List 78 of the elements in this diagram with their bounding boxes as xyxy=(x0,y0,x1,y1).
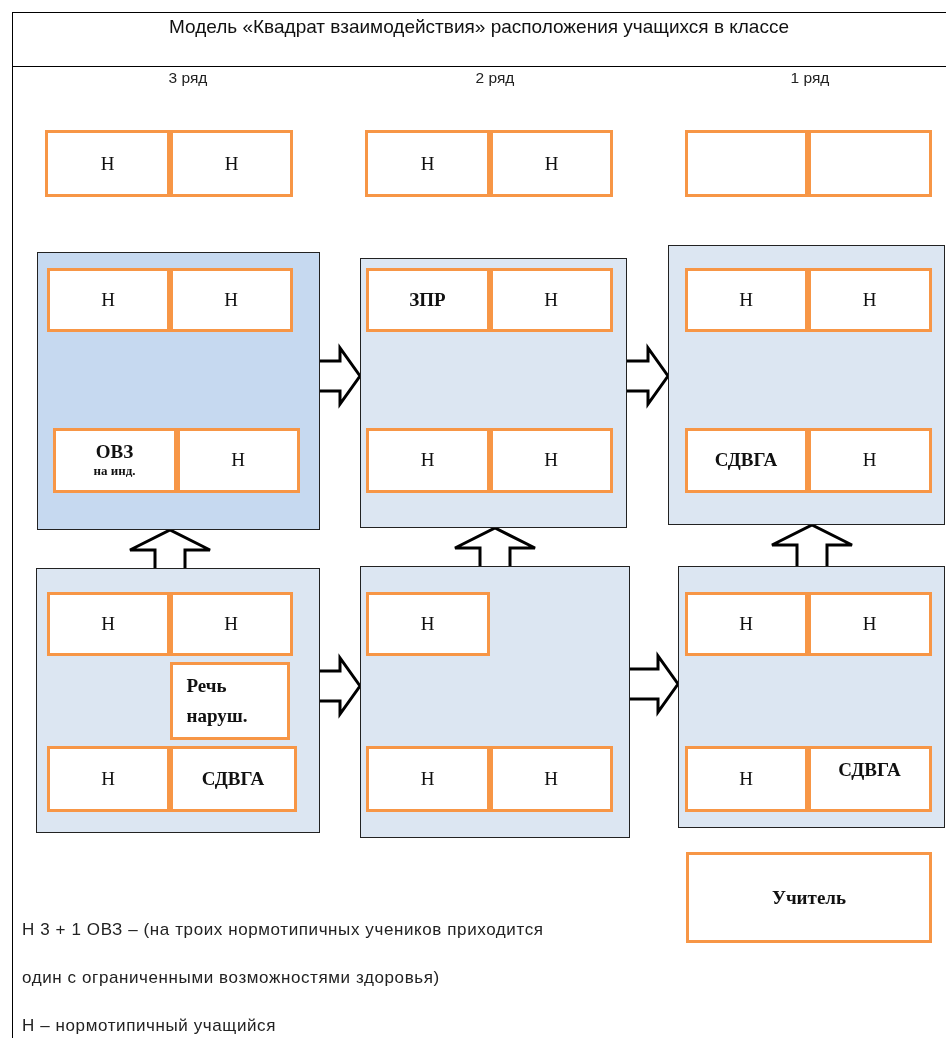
desk-label: Н xyxy=(544,449,558,471)
desk xyxy=(684,427,808,493)
desk xyxy=(176,427,300,493)
block-arrow xyxy=(128,528,212,570)
desk-label: Н xyxy=(739,612,753,635)
desk-label: Н xyxy=(420,449,435,471)
desk-note: на инд. xyxy=(93,463,136,479)
desk xyxy=(45,130,170,197)
desk xyxy=(807,267,932,332)
desk xyxy=(684,267,808,332)
desk xyxy=(489,267,613,332)
desk-group-panel xyxy=(37,252,320,530)
desk-label: Н xyxy=(101,612,115,635)
desk-group-panel xyxy=(678,566,945,828)
block-arrow xyxy=(318,343,362,409)
desk-label: ОВЗ xyxy=(95,441,134,463)
desk xyxy=(489,745,613,812)
desk-label: Н xyxy=(224,288,238,311)
desk-label: Н xyxy=(100,152,115,175)
desk-label: Н xyxy=(544,152,559,175)
desk-label: ЗПР xyxy=(409,288,446,311)
desk-label: Н xyxy=(739,288,753,311)
desk-label: Н xyxy=(862,612,877,635)
desk xyxy=(169,591,293,656)
desk-label: Речь наруш. xyxy=(186,673,249,728)
block-arrow xyxy=(318,653,362,719)
desk xyxy=(365,591,490,656)
desk xyxy=(170,130,293,197)
desk-label: СДВГА xyxy=(714,449,778,471)
desk-label: Н xyxy=(862,288,877,311)
desk xyxy=(365,130,490,197)
desk-group-panel xyxy=(668,245,945,525)
desk-label: Н xyxy=(420,152,435,175)
note-text: Н – нормотипичный учащийся xyxy=(22,1015,277,1037)
desk xyxy=(807,745,932,812)
desk-label: СДВГА xyxy=(838,758,901,781)
desk xyxy=(169,745,297,812)
desk-label: Н xyxy=(544,767,558,790)
diagram-title: Модель «Квадрат взаимодействия» расположения учащихся в классе xyxy=(168,16,790,38)
desk xyxy=(52,427,177,493)
desk xyxy=(686,852,932,943)
block-arrow xyxy=(625,343,670,409)
row-label: 1 ряд xyxy=(789,68,831,88)
desk xyxy=(46,591,170,656)
desk-label: Н xyxy=(420,612,435,635)
desk-label: Н xyxy=(231,449,245,471)
desk-label: Н xyxy=(544,288,558,311)
desk-label: Н xyxy=(862,449,877,471)
desk-label: Учитель xyxy=(771,886,847,909)
desk-group-panel xyxy=(360,566,630,838)
desk xyxy=(365,427,490,493)
note-text: Н 3 + 1 ОВЗ – (на троих нормотипичных учеников приходится один с ограниченными возможностями здоровья) xyxy=(22,919,545,989)
desk-label: Н xyxy=(224,152,239,175)
desk-label: Н xyxy=(224,612,238,635)
desk-label: Н xyxy=(101,288,115,311)
desk-label: Н xyxy=(420,767,435,790)
block-arrow xyxy=(628,651,680,717)
desk xyxy=(365,745,490,812)
desk xyxy=(684,745,808,812)
row-label: 3 ряд xyxy=(167,68,209,88)
desk-group-panel xyxy=(36,568,320,833)
desk xyxy=(169,661,290,740)
desk xyxy=(46,745,170,812)
desk xyxy=(684,591,808,656)
desk-label: Н xyxy=(101,767,115,790)
desk xyxy=(169,267,293,332)
desk xyxy=(365,267,490,332)
row-label: 2 ряд xyxy=(474,68,516,88)
desk xyxy=(807,427,932,493)
desk-label: Н xyxy=(739,767,753,790)
desk-label: СДВГА xyxy=(201,767,265,790)
block-arrow xyxy=(453,526,537,568)
block-arrow xyxy=(770,523,854,568)
desk xyxy=(807,591,932,656)
desk xyxy=(46,267,170,332)
desk xyxy=(489,427,613,493)
desk xyxy=(490,130,613,197)
desk-group-panel xyxy=(360,258,627,528)
